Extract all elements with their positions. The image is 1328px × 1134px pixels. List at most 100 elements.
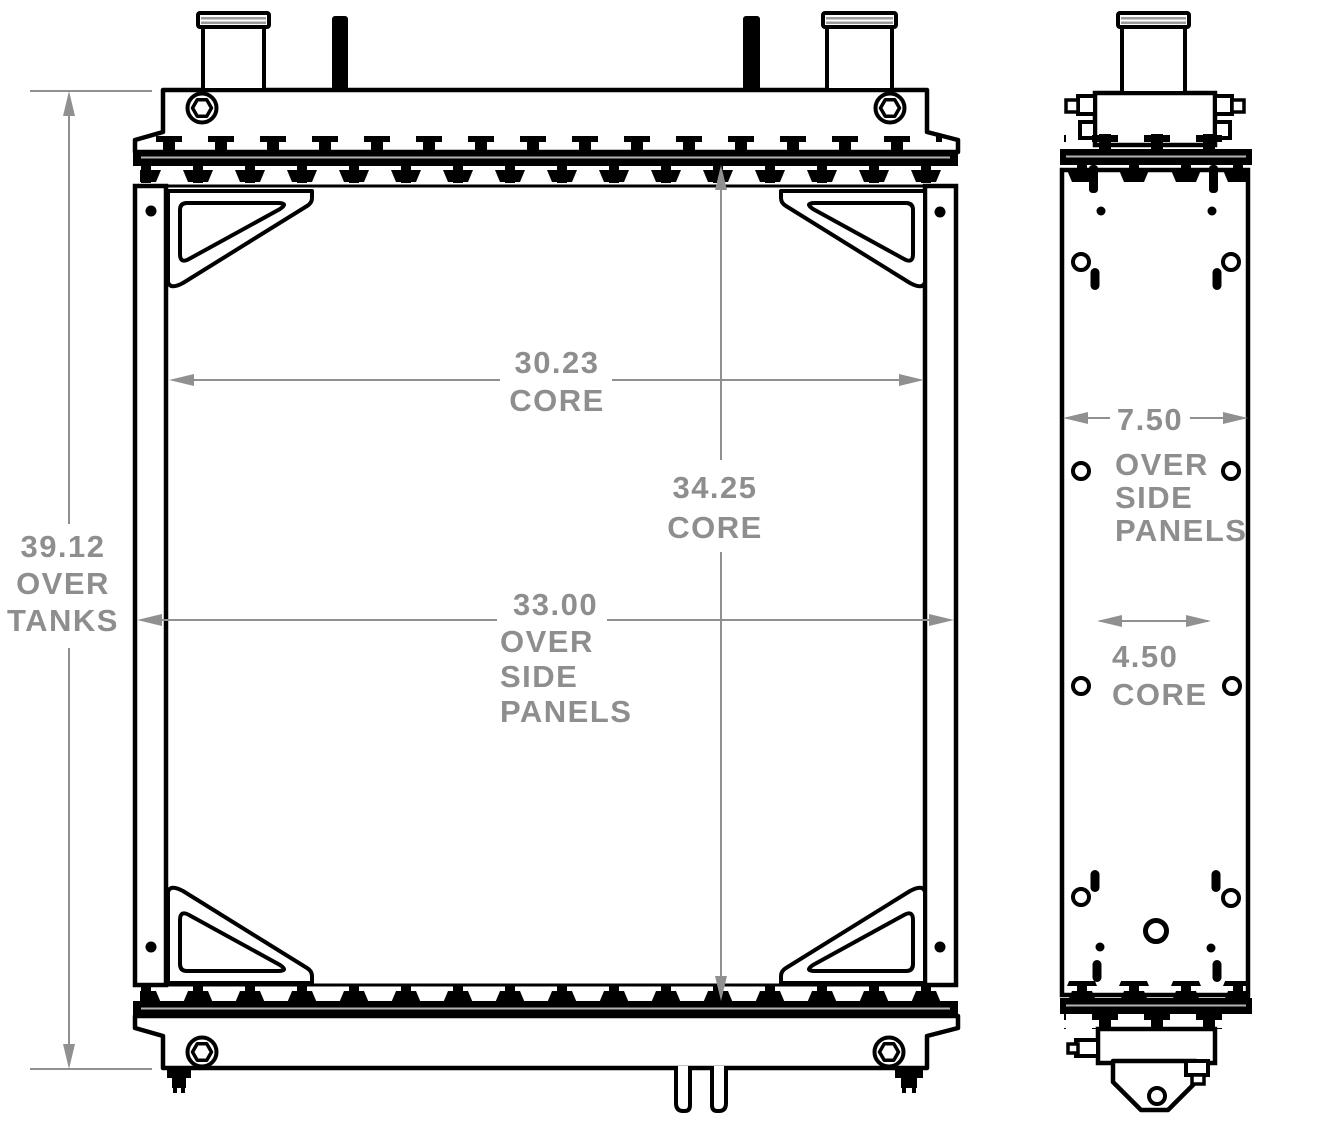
side-drain-block [1190, 1073, 1206, 1086]
side-view-drawing [1059, 11, 1252, 1113]
side-bottom-flange-bolt-heads [1064, 1014, 1248, 1029]
dim-over-tanks-lines [30, 90, 152, 1070]
front-right-pipe [825, 22, 894, 92]
front-left-pipe [201, 22, 266, 92]
left-drain-plug [167, 1066, 191, 1093]
top-flange-gasket-line [141, 156, 950, 159]
side-hole-dot [1207, 206, 1217, 216]
front-bottom-tank [132, 1013, 961, 1071]
dim-over-side-panels-front-words: OVER SIDE PANELS [500, 624, 632, 729]
hanging-stud [1089, 165, 1098, 193]
top-right-hex-plug [873, 91, 907, 125]
dim-over-side-panels-side-value: 7.50 [1116, 402, 1184, 437]
front-left-stud [332, 16, 348, 92]
front-right-side-panel [922, 183, 959, 988]
dim-over-tanks-label: 39.12 OVER TANKS [6, 528, 120, 639]
side-panel-body [1059, 167, 1251, 998]
side-hole-dot [1095, 942, 1105, 952]
dim-over-side-panels-side-lines [1063, 412, 1248, 424]
side-bottom-flange-gasket-line [1066, 1004, 1246, 1007]
dim-core-depth-word: CORE [1112, 677, 1208, 712]
panel-hole [145, 205, 157, 217]
side-bottom-flange-nuts [1062, 981, 1250, 998]
top-left-hex-plug [185, 91, 219, 125]
tank-tab [1064, 98, 1080, 114]
side-mount-hole [1071, 676, 1091, 696]
dim-over-side-panels-side-words: OVER SIDE PANELS [1115, 448, 1247, 547]
front-right-pipe-flange [821, 11, 898, 29]
top-flange-bolt-heads [150, 136, 942, 151]
side-center-hole [1143, 918, 1169, 944]
side-top-flange-gasket-line [1066, 155, 1246, 158]
panel-hole [145, 941, 157, 953]
hanging-stud [1209, 165, 1218, 193]
side-bottom-tank [1095, 1026, 1218, 1066]
dim-core-height-word: CORE [667, 510, 763, 545]
dim-core-height-value: 34.25 [672, 470, 758, 505]
dimension-lines [30, 90, 1248, 1070]
dim-osp-front-word-3: PANELS [500, 694, 633, 729]
side-drain-block [1184, 1059, 1210, 1077]
front-core [164, 184, 927, 987]
bottom-flange-nuts [140, 984, 952, 1001]
top-flange-nuts [140, 166, 952, 183]
panel-hole [934, 206, 946, 218]
tank-tab [1213, 94, 1234, 116]
side-slot [1090, 268, 1100, 290]
dim-osp-side-word-2: SIDE [1115, 480, 1194, 515]
pipe-bead-line [201, 21, 266, 24]
side-mount-hole [1221, 252, 1241, 272]
bracket-hole [1147, 1086, 1167, 1106]
dim-core-width-word: CORE [509, 383, 605, 418]
side-slot [1212, 268, 1222, 290]
side-hole-dot [1206, 943, 1216, 953]
side-mount-hole [1071, 887, 1091, 907]
dim-osp-side-word-1: OVER [1115, 447, 1209, 482]
bottom-flange-gasket-line [141, 1007, 950, 1010]
front-right-stud [743, 16, 760, 92]
pipe-bead-line [826, 17, 893, 20]
dim-core-depth-value: 4.50 [1112, 639, 1179, 674]
dim-core-width-lines [169, 374, 924, 386]
dim-core-width-label: 30.23 CORE [492, 344, 622, 420]
dim-core-height-label: 34.25 CORE [655, 468, 775, 548]
dim-over-side-panels-front-lines [137, 614, 954, 626]
pipe-bead-line [826, 21, 893, 24]
side-slot [1212, 960, 1222, 982]
dim-osp-front-word-2: SIDE [500, 659, 579, 694]
side-mount-hole [1071, 461, 1091, 481]
side-fitting [1066, 1042, 1080, 1055]
front-view-drawing [132, 11, 961, 1113]
tank-tab [1230, 98, 1246, 114]
side-mount-hole [1071, 252, 1091, 272]
side-slot [1092, 960, 1102, 982]
dim-core-depth-label: 4.50 CORE [1112, 638, 1208, 714]
bottom-center-bracket [674, 1066, 728, 1113]
dim-core-depth-lines [1097, 615, 1211, 627]
dim-core-width-value: 30.23 [514, 345, 600, 380]
dim-over-tanks-value: 39.12 [20, 529, 106, 564]
panel-hole [934, 941, 946, 953]
tank-tab [1076, 94, 1097, 116]
front-left-pipe-flange [196, 11, 271, 29]
side-hole-dot [1096, 206, 1106, 216]
dim-osp-front-word-1: OVER [500, 624, 594, 659]
dim-over-tanks-word-1: OVER [16, 566, 110, 601]
side-mount-hole [1221, 888, 1241, 908]
dim-osp-side-word-3: PANELS [1115, 513, 1248, 548]
bottom-right-hex-plug [872, 1035, 906, 1069]
right-drain-plug [895, 1066, 923, 1093]
side-top-flange-nuts [1062, 165, 1250, 182]
side-top-flange-bolt-heads [1064, 134, 1248, 149]
side-mount-hole [1222, 676, 1242, 696]
dim-over-side-panels-front-value: 33.00 [513, 587, 599, 622]
side-pipe [1120, 22, 1187, 95]
pipe-bead-line [201, 17, 266, 20]
dim-over-tanks-word-2: TANKS [7, 603, 119, 638]
front-left-side-panel [132, 183, 169, 988]
side-pipe-flange [1116, 11, 1191, 29]
side-slot [1211, 870, 1221, 892]
bottom-left-hex-plug [185, 1035, 219, 1069]
